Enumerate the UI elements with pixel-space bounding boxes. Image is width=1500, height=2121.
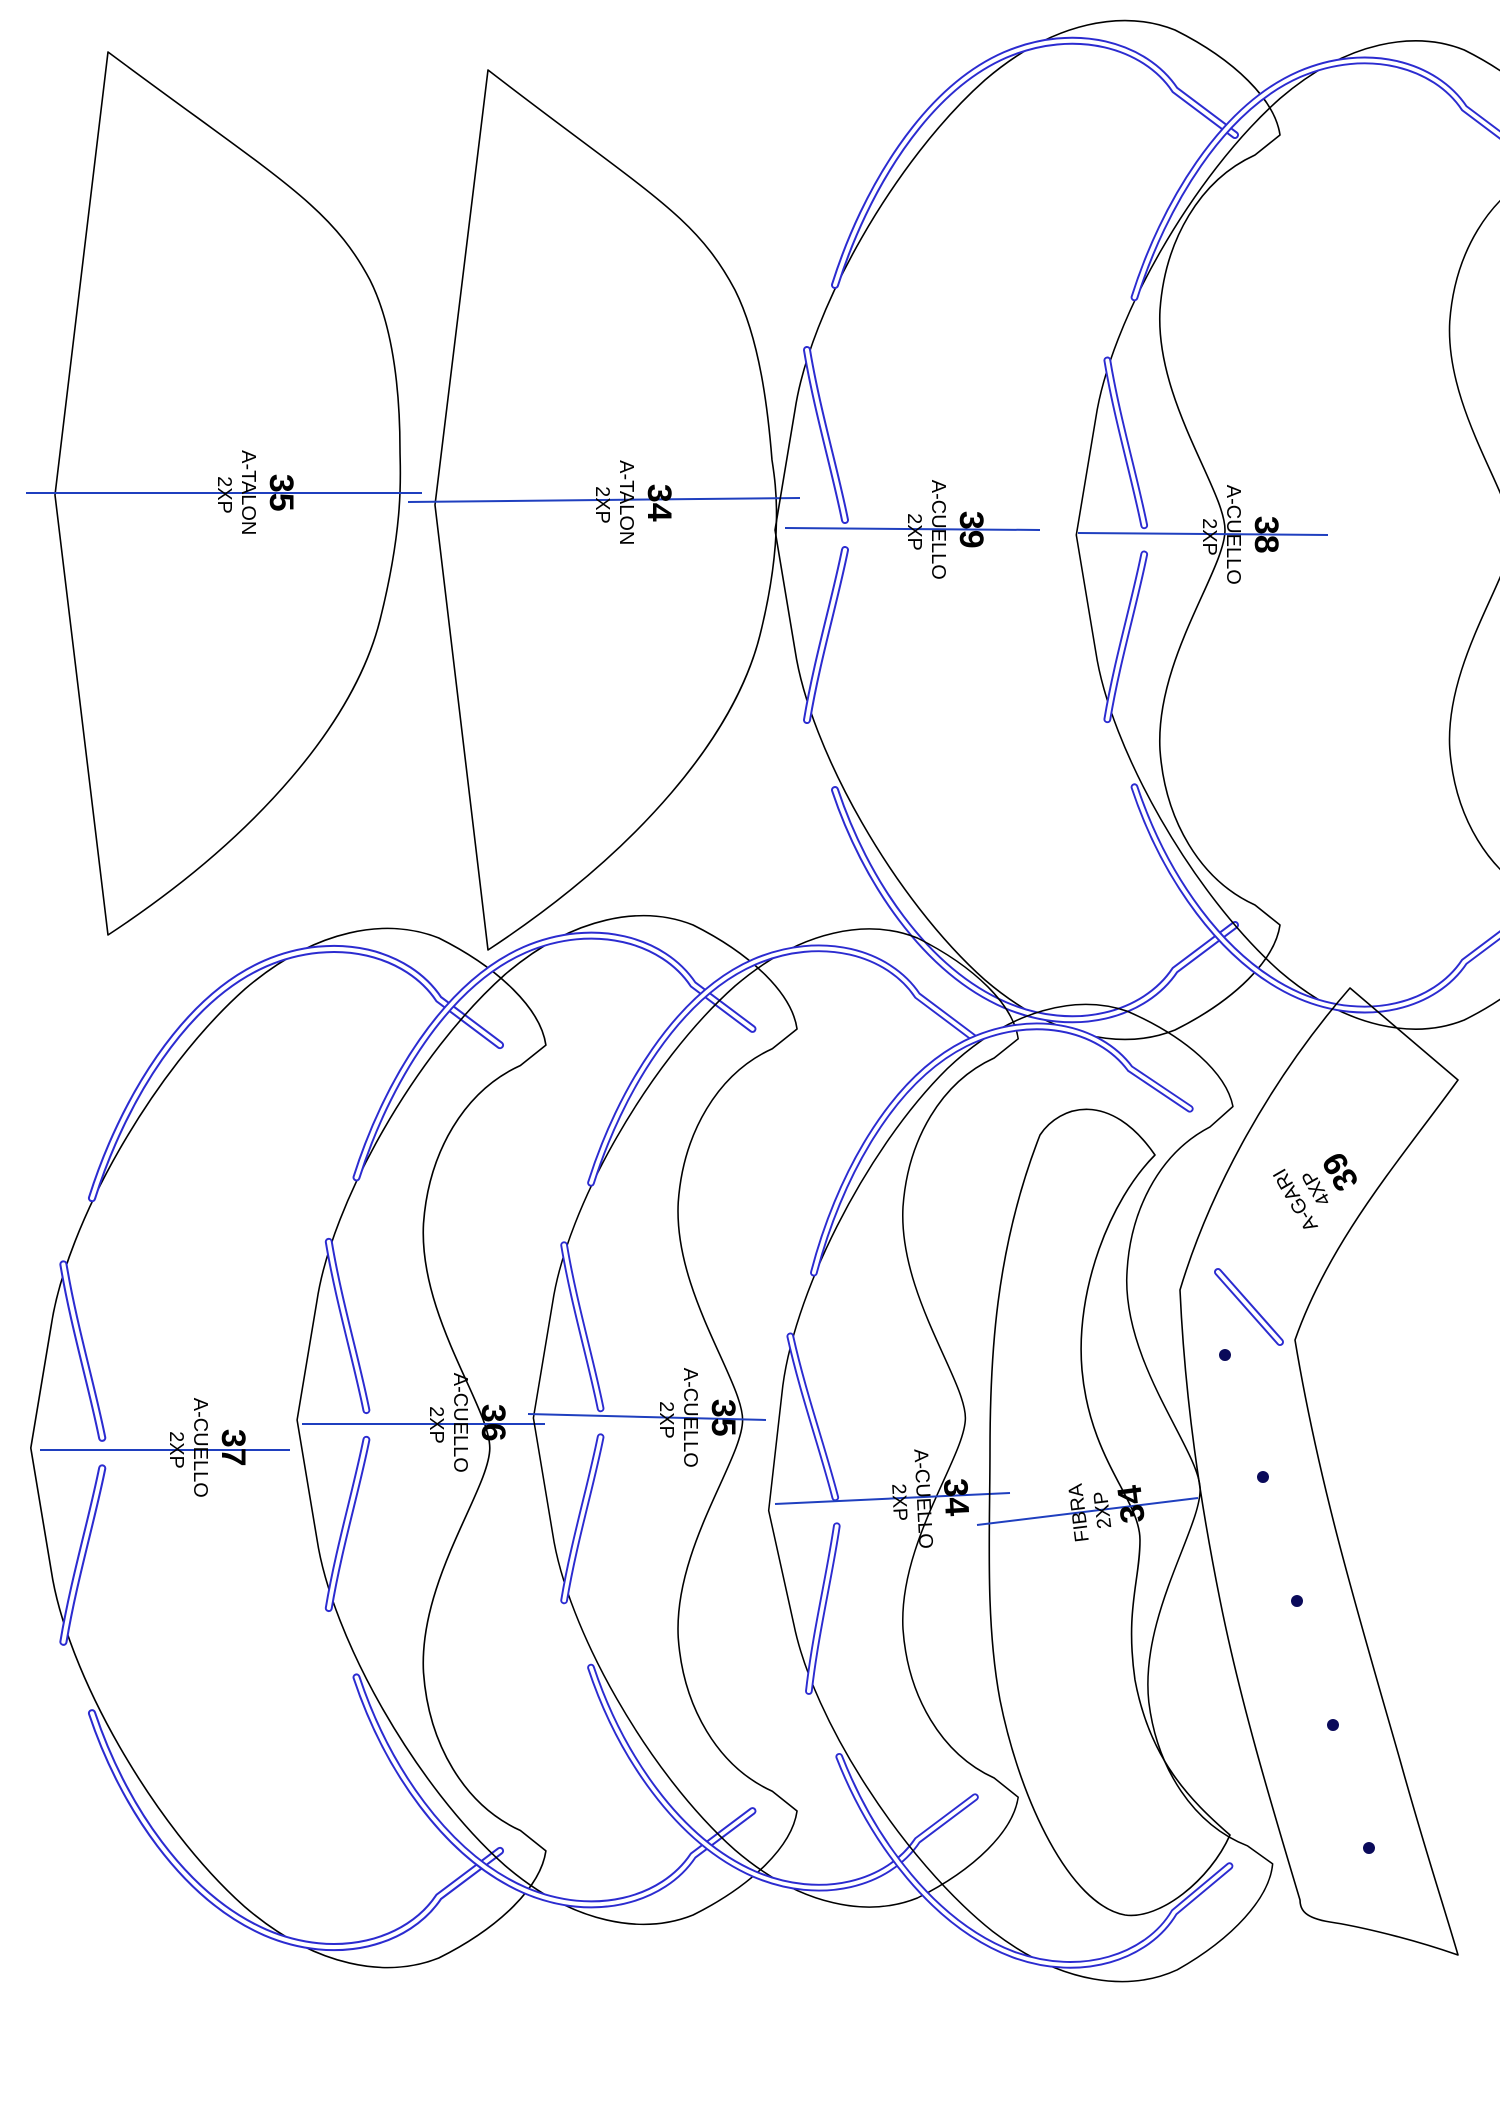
punch-hole: [1327, 1719, 1339, 1731]
piece-cuello-39: 39 A-CUELLO 2XP: [775, 21, 1280, 1040]
piece-qty-label: 2XP: [1090, 1490, 1116, 1530]
piece-qty-label: 2XP: [165, 1431, 187, 1469]
piece-name-label: A-CUELLO: [927, 480, 949, 580]
svg-text:34 A-CUELLO 2XP: 34 A-CUELLO 2XP: [885, 1446, 977, 1555]
svg-text:35 A-CUELLO 2XP: 35 A-CUELLO 2XP: [655, 1368, 742, 1472]
piece-qty-label: 2XP: [591, 486, 613, 524]
svg-text:37 A-CUELLO 2XP: 37 A-CUELLO 2XP: [165, 1398, 252, 1502]
piece-size-label: 34: [936, 1477, 976, 1517]
piece-cuello-34: 34 A-CUELLO 2XP: [743, 997, 1278, 1999]
piece-cuello-37: 37 A-CUELLO 2XP: [31, 928, 546, 1967]
svg-text:39 A-CUELLO 2XP: 39 A-CUELLO 2XP: [903, 480, 990, 584]
piece-size-label: 37: [214, 1429, 252, 1467]
svg-text:38 A-CUELLO 2XP: 38 A-CUELLO 2XP: [1198, 485, 1285, 589]
piece-qty-label: 2XP: [425, 1406, 447, 1444]
piece-name-label: A-CUELLO: [189, 1398, 211, 1498]
piece-cuello-38: 38 A-CUELLO 2XP: [1076, 41, 1500, 1029]
piece-size-label: 36: [474, 1404, 512, 1442]
piece-name-label: A-CUELLO: [679, 1368, 701, 1468]
punch-hole: [1291, 1595, 1303, 1607]
svg-text:36 A-CUELLO 2XP: 36 A-CUELLO 2XP: [425, 1373, 512, 1477]
piece-talon-35: 35 A-TALON 2XP: [26, 51, 422, 936]
piece-size-label: 34: [640, 484, 678, 522]
piece-qty-label: 2XP: [213, 476, 235, 514]
piece-size-label: 34: [1110, 1483, 1152, 1525]
piece-qty-label: 2XP: [903, 513, 925, 551]
svg-text:34 A-TALON 2XP: 34 A-TALON 2XP: [591, 460, 678, 550]
piece-qty-label: 2XP: [887, 1483, 911, 1522]
piece-name-label: A-CUELLO: [909, 1448, 936, 1549]
piece-name-label: A-TALON: [615, 460, 637, 545]
piece-gari-39: A-GARI 4XP 39: [1179, 987, 1459, 1956]
svg-text:A-GARI 4XP 39: A-GARI 4XP 39: [1267, 1130, 1376, 1235]
svg-text:35 A-TALON 2XP: 35 A-TALON 2XP: [213, 450, 300, 540]
punch-hole: [1219, 1349, 1231, 1361]
piece-cuello-35: 35 A-CUELLO 2XP: [527, 929, 1018, 1907]
piece-name-label: FIBRA: [1065, 1482, 1094, 1544]
piece-name-label: A-CUELLO: [449, 1373, 471, 1473]
piece-fibra-34: FIBRA 2XP 34: [976, 1108, 1231, 1917]
piece-size-label: 39: [952, 511, 990, 549]
piece-qty-label: 2XP: [655, 1401, 677, 1439]
piece-talon-34: 34 A-TALON 2XP: [407, 69, 801, 951]
piece-name-label: A-TALON: [237, 450, 259, 535]
piece-qty-label: 2XP: [1198, 518, 1220, 556]
punch-hole: [1257, 1471, 1269, 1483]
piece-size-label: 35: [704, 1399, 742, 1437]
piece-name-label: A-CUELLO: [1222, 485, 1244, 585]
svg-text:FIBRA 2XP 34: FIBRA 2XP 34: [1064, 1471, 1154, 1544]
piece-cuello-36: 36 A-CUELLO 2XP: [297, 916, 797, 1925]
punch-hole: [1363, 1842, 1375, 1854]
piece-size-label: 38: [1247, 516, 1285, 554]
piece-size-label: 35: [262, 474, 300, 512]
